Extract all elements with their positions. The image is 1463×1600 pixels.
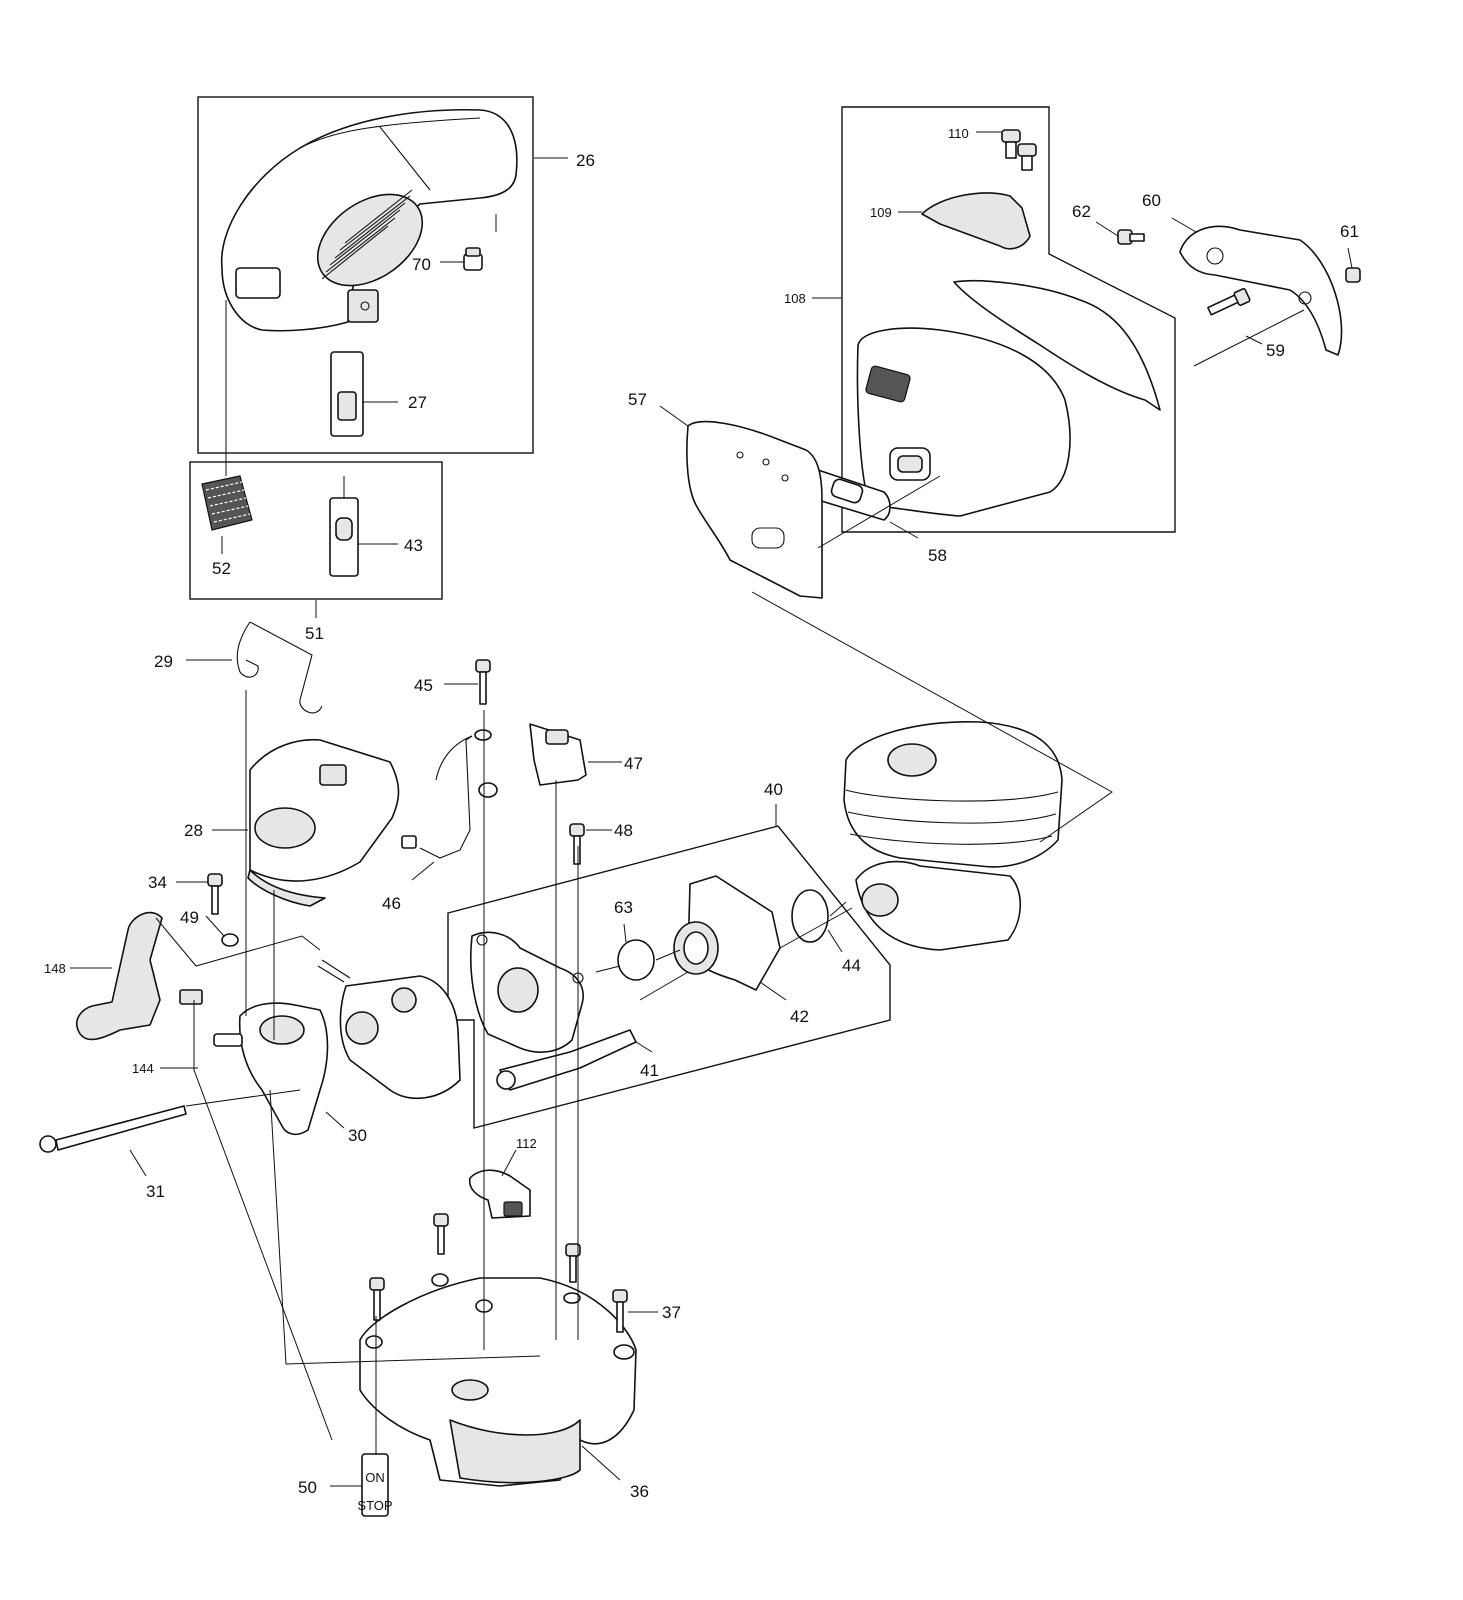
- washer-49: [221, 933, 239, 947]
- label-42: 42: [790, 1007, 809, 1026]
- leader-lines: [70, 131, 1353, 1487]
- plug-70: [463, 247, 483, 271]
- bracket-60: [1179, 225, 1343, 356]
- label-44: 44: [842, 956, 861, 975]
- clamp-63: [617, 939, 655, 981]
- label-60: 60: [1142, 191, 1161, 210]
- screw-crankcase-c: [563, 1243, 581, 1304]
- label-46: 46: [382, 894, 401, 913]
- label-112: 112: [516, 1136, 537, 1151]
- intake-manifold-42: [673, 875, 781, 991]
- screw-45: [474, 659, 492, 741]
- spring-29: [236, 621, 323, 714]
- label-144: 144: [132, 1061, 154, 1076]
- label-36: 36: [630, 1482, 649, 1501]
- label-41: 41: [640, 1061, 659, 1080]
- clamp-44: [791, 889, 829, 943]
- label-48: 48: [614, 821, 633, 840]
- label-43: 43: [404, 536, 423, 555]
- label-61: 61: [1340, 222, 1359, 241]
- label-63: 63: [614, 898, 633, 917]
- carb-adapter-30: [213, 1002, 329, 1136]
- screws-110: [1001, 129, 1037, 171]
- label-40: 40: [764, 780, 783, 799]
- switch-stop-text: STOP: [357, 1498, 392, 1513]
- filter-27: [330, 351, 364, 437]
- label-47: 47: [624, 754, 643, 773]
- sponge-filter-52: [201, 475, 253, 531]
- label-34: 34: [148, 873, 167, 892]
- label-29: 29: [154, 652, 173, 671]
- label-148: 148: [44, 961, 66, 976]
- bracket-112: [468, 1169, 531, 1219]
- filter-kit-box-51: [189, 461, 443, 600]
- gasket-58: [809, 469, 891, 521]
- ground-cable-46: [401, 735, 498, 859]
- label-57: 57: [628, 390, 647, 409]
- air-box-28: [247, 738, 400, 907]
- label-108: 108: [784, 291, 806, 306]
- clip-144: [179, 989, 203, 1005]
- label-110: 110: [948, 126, 969, 141]
- bolt-59: [1207, 287, 1251, 316]
- label-70: 70: [412, 255, 431, 274]
- cylinder: [843, 721, 1063, 951]
- label-51: 51: [305, 624, 324, 643]
- part-labels: 26 70 27 52 43 51 110 109 108 62 60 61 5…: [44, 126, 1359, 1501]
- switch-on-text: ON: [365, 1470, 385, 1485]
- heat-shield: [953, 280, 1161, 411]
- label-37: 37: [662, 1303, 681, 1322]
- heat-shield-plate-57: [686, 420, 823, 599]
- screw-37: [612, 1289, 628, 1333]
- screw-48: [569, 823, 585, 865]
- bracket-47: [529, 723, 587, 786]
- carburetor: [317, 959, 461, 1100]
- label-26: 26: [576, 151, 595, 170]
- label-59: 59: [1266, 341, 1285, 360]
- screw-61: [1345, 267, 1361, 283]
- label-52: 52: [212, 559, 231, 578]
- label-27: 27: [408, 393, 427, 412]
- crankcase-36: [359, 1273, 637, 1487]
- top-cover: [220, 108, 518, 332]
- label-109: 109: [870, 205, 892, 220]
- label-31: 31: [146, 1182, 165, 1201]
- screw-crankcase-a: [369, 1277, 385, 1321]
- label-45: 45: [414, 676, 433, 695]
- label-28: 28: [184, 821, 203, 840]
- muffler-group-box-108: [841, 106, 1176, 533]
- throttle-lever-148: [76, 911, 163, 1041]
- bolt-31: [39, 1105, 187, 1153]
- filter-43: [329, 497, 359, 577]
- intake-flange: [469, 931, 584, 1053]
- screw-34: [207, 873, 223, 915]
- screw-crankcase-b: [433, 1213, 449, 1255]
- cover-group-box: [197, 96, 534, 454]
- label-58: 58: [928, 546, 947, 565]
- label-50: 50: [298, 1478, 317, 1497]
- label-30: 30: [348, 1126, 367, 1145]
- switch-decal-50: ON STOP: [357, 1453, 393, 1517]
- label-49: 49: [180, 908, 199, 927]
- muffler-body: [856, 327, 1071, 517]
- deflector-109: [921, 192, 1031, 250]
- label-62: 62: [1072, 202, 1091, 221]
- screw-62: [1117, 229, 1145, 245]
